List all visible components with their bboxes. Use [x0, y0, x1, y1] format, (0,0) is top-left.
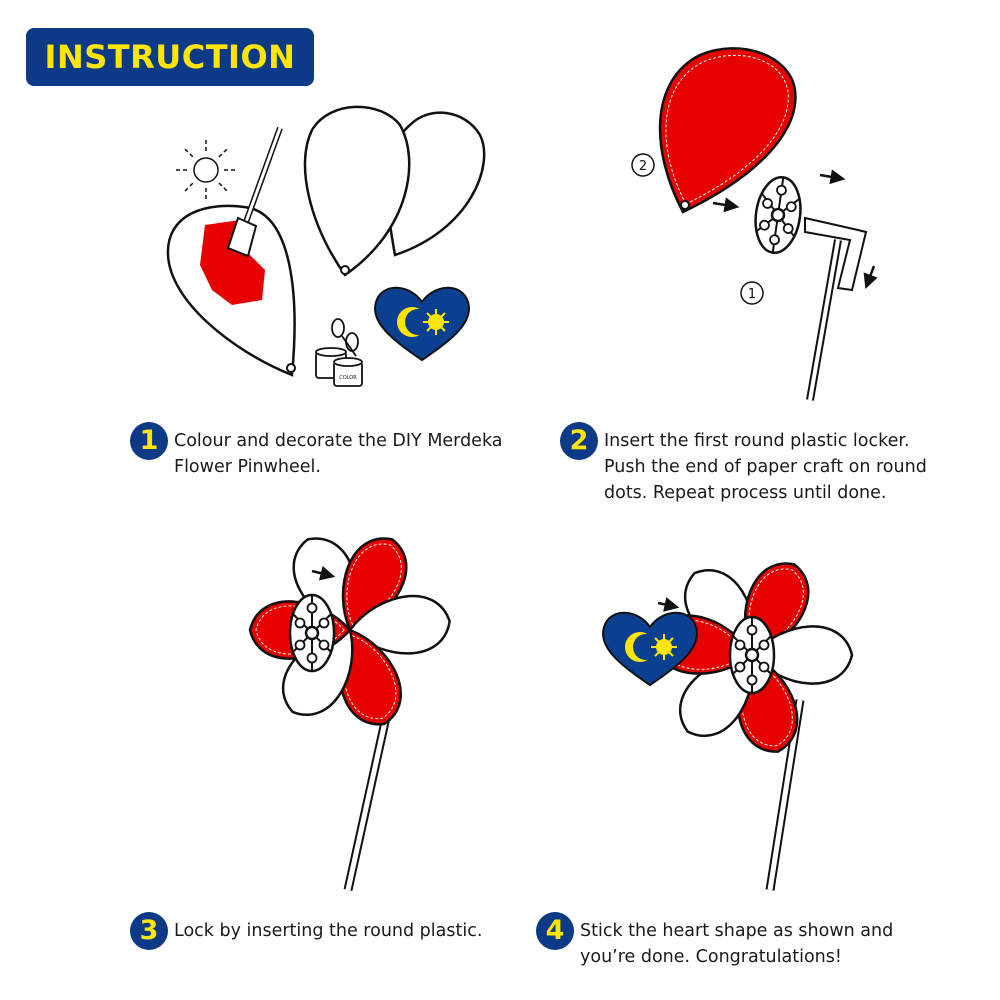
step-4: 4 Stick the heart shape as shown and you…: [536, 912, 894, 970]
step1-illustration: COLOR: [166, 105, 486, 387]
sun-icon: [176, 140, 236, 200]
step-2: 2 Insert the first round plastic locker.…: [560, 422, 927, 506]
step-number-badge: 4: [536, 912, 574, 950]
step-2-text: Insert the first round plastic locker. P…: [604, 431, 927, 503]
step3-illustration: [248, 526, 454, 891]
step-3: 3 Lock by inserting the round plastic.: [130, 912, 483, 950]
flag-heart-sticker: [602, 611, 698, 686]
instruction-banner: INSTRUCTION: [26, 28, 314, 86]
step-1: 1 Colour and decorate the DIY Merdeka Fl…: [130, 422, 503, 480]
painted-petal: [166, 204, 296, 377]
step2-illustration: 2 1: [631, 47, 878, 401]
paintbrush-icon: [226, 126, 283, 258]
flag-heart-icon: [374, 286, 470, 361]
step-1-text: Colour and decorate the DIY Merdeka Flow…: [174, 431, 503, 477]
blank-petals: [303, 105, 486, 277]
round-locker: [749, 173, 807, 257]
page-title: INSTRUCTION: [44, 38, 296, 76]
scissors-icon: [331, 318, 359, 357]
step-number-badge: 1: [130, 422, 168, 460]
step-number-badge: 2: [560, 422, 598, 460]
paint-can-label: COLOR: [339, 375, 357, 381]
step4-illustration: [602, 551, 854, 891]
step-3-text: Lock by inserting the round plastic.: [174, 921, 483, 941]
step-number-badge: 3: [130, 912, 168, 950]
callout-1-label: 1: [748, 287, 756, 302]
paint-can-icon: COLOR: [315, 347, 363, 387]
step-4-text: Stick the heart shape as shown and you’r…: [580, 921, 894, 967]
callout-2-label: 2: [639, 159, 647, 174]
